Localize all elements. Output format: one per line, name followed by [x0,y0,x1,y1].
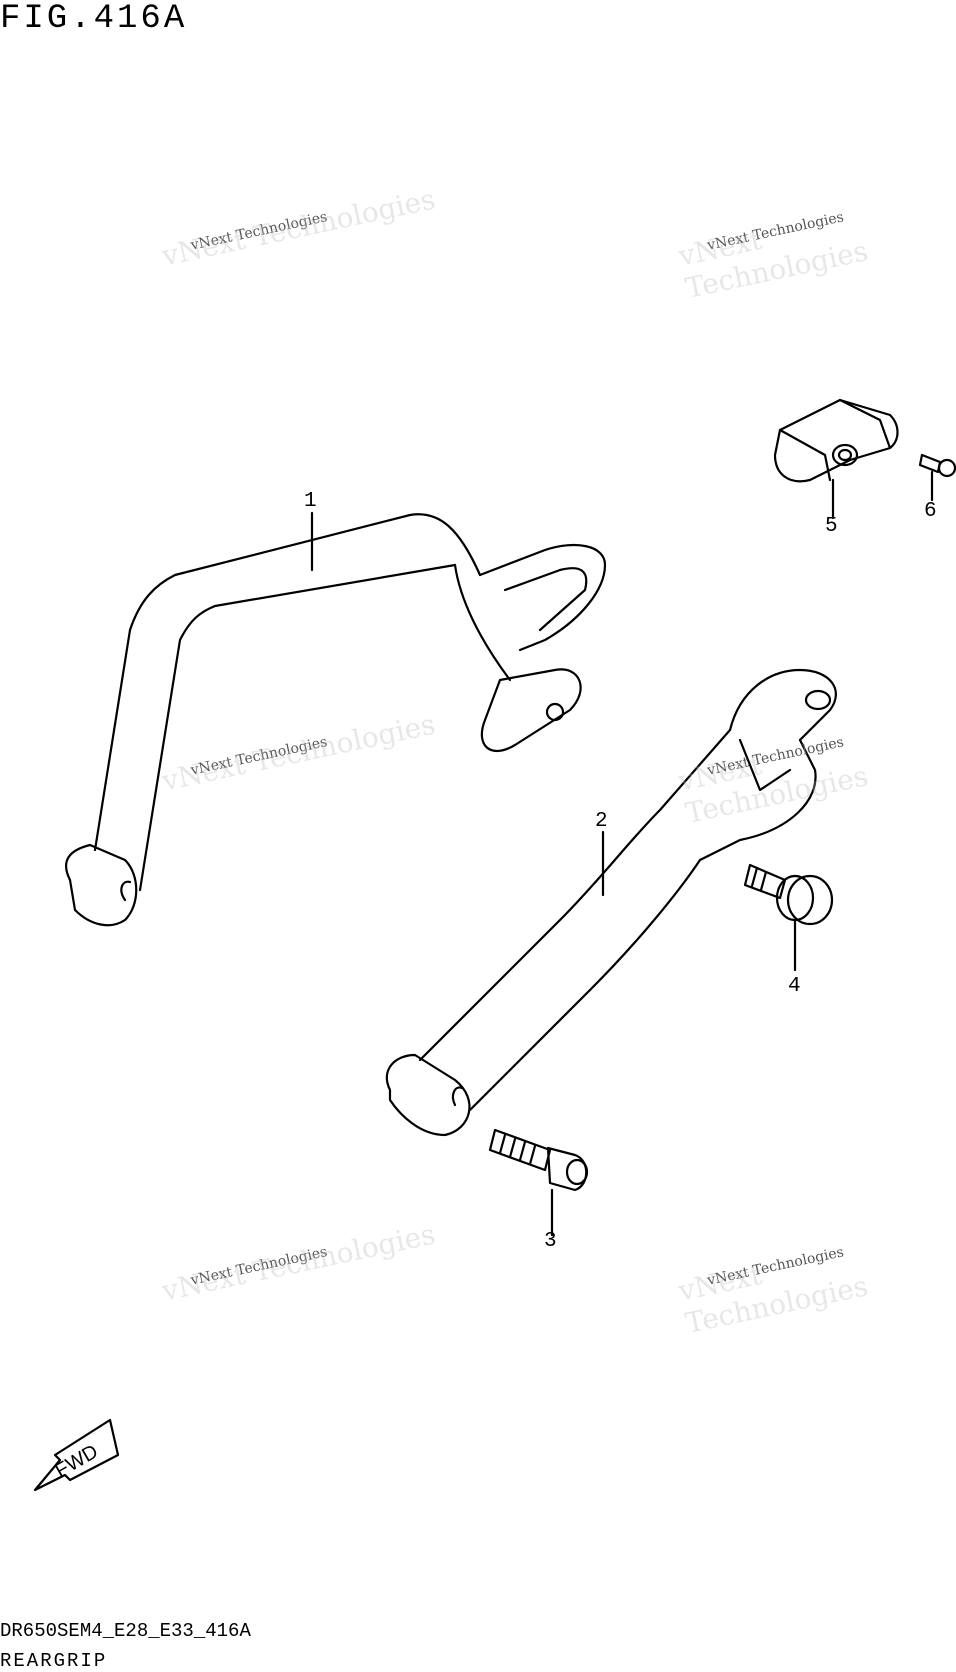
callout-4: 4 [788,975,801,998]
part-4-flange-bolt [743,863,834,972]
callout-1: 1 [304,490,317,513]
part-6-screw [918,453,956,502]
part-1-rear-grip-left [64,513,607,927]
callout-6: 6 [924,500,937,523]
part-5-cushion [773,398,899,520]
callout-2: 2 [595,810,608,833]
figure-code: DR650SEM4_E28_E33_416A [0,1620,251,1642]
callout-3: 3 [544,1230,557,1253]
part-2-rear-grip-right [385,668,837,1137]
figure-title: FIG.416A [0,0,188,38]
figure-name: REARGRIP [0,1650,108,1672]
callout-5: 5 [825,515,838,538]
part-3-bolt [488,1128,589,1237]
fwd-arrow-icon: FWD [33,1418,120,1492]
